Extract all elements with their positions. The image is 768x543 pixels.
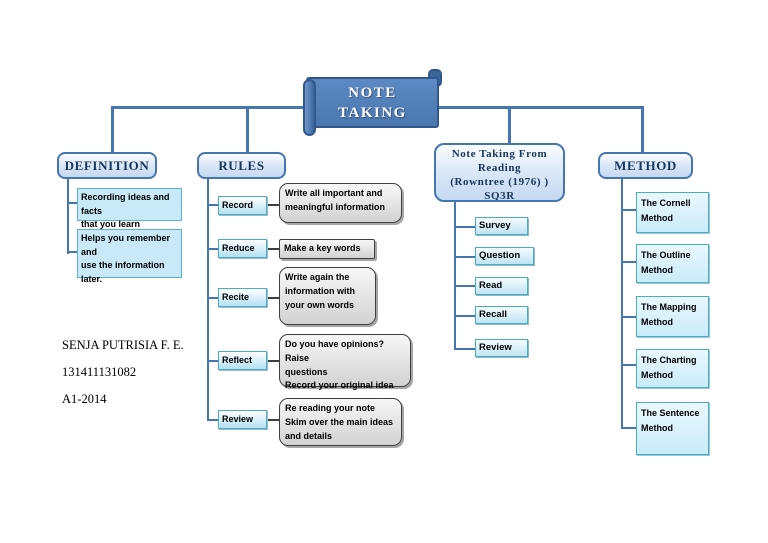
definition-header: DEFINITION [57,152,157,179]
rules-item-description: Make a key words [279,239,375,259]
rules-item-label: Reflect [218,351,267,370]
connector-line [621,178,623,428]
method-item: The Mapping Method [636,296,709,337]
rules-item-description: Write all important and meaningful infor… [279,183,402,223]
rules-item-description: Write again the information with your ow… [279,267,376,325]
banner-line1: NOTE [348,84,397,101]
connector-line [454,256,475,258]
connector-line [621,261,636,263]
rules-item-description: Re reading your note Skim over the main … [279,398,402,446]
connector-line [454,348,475,350]
connector-line [246,106,249,152]
author-class: A1-2014 [62,392,107,406]
connector-line [454,315,475,317]
definition-item: Helps you remember and use the informati… [77,229,182,284]
connector-line [67,202,77,204]
connector-line [454,202,456,349]
method-item: The Outline Method [636,244,709,283]
method-item: The Cornell Method [636,192,709,233]
method-header: METHOD [598,152,693,179]
connector-line [67,251,77,253]
author-block: SENJA PUTRISIA F. E. 131411131082 A1-201… [62,338,184,419]
sq3r-item: Question [475,247,534,265]
connector-line [621,316,636,318]
definition-item: Recording ideas and facts that you learn [77,188,182,229]
author-name: SENJA PUTRISIA F. E. [62,338,184,352]
connector-line [207,248,218,250]
connector-line [508,106,511,143]
connector-line [207,360,218,362]
connector-line [267,360,279,362]
connector-line [267,419,279,421]
author-student-id: 131411131082 [62,365,137,379]
rules-item-label: Review [218,410,267,429]
connector-line [621,209,636,211]
connector-line [454,285,475,287]
reading-header: Note Taking From Reading (Rowntree (1976… [434,143,565,202]
connector-line [207,419,218,421]
sq3r-item: Review [475,339,528,357]
connector-line [207,178,209,421]
connector-line [67,178,69,254]
sq3r-item: Read [475,277,528,295]
banner-line2: TAKING [338,104,407,121]
connector-line [641,106,644,152]
connector-line [454,226,475,228]
rules-item-label: Recite [218,288,267,307]
connector-line [207,204,218,206]
rules-item-label: Record [218,196,267,215]
rules-item-label: Reduce [218,239,267,258]
connector-line [621,427,636,429]
rules-header: RULES [197,152,286,179]
scroll-roll-icon [303,79,316,136]
method-item: The Sentence Method [636,402,709,455]
sq3r-item: Survey [475,217,528,235]
method-item: The Charting Method [636,349,709,388]
connector-line [207,297,218,299]
connector-line [111,106,114,152]
rules-item-description: Do you have opinions? Raise questions Re… [279,334,411,390]
sq3r-item: Recall [475,306,528,324]
root-node-note-taking: NOTE TAKING [306,77,439,128]
connector-line [621,364,636,366]
connector-line [267,297,279,299]
connector-line [267,204,279,206]
connector-line [267,248,279,250]
